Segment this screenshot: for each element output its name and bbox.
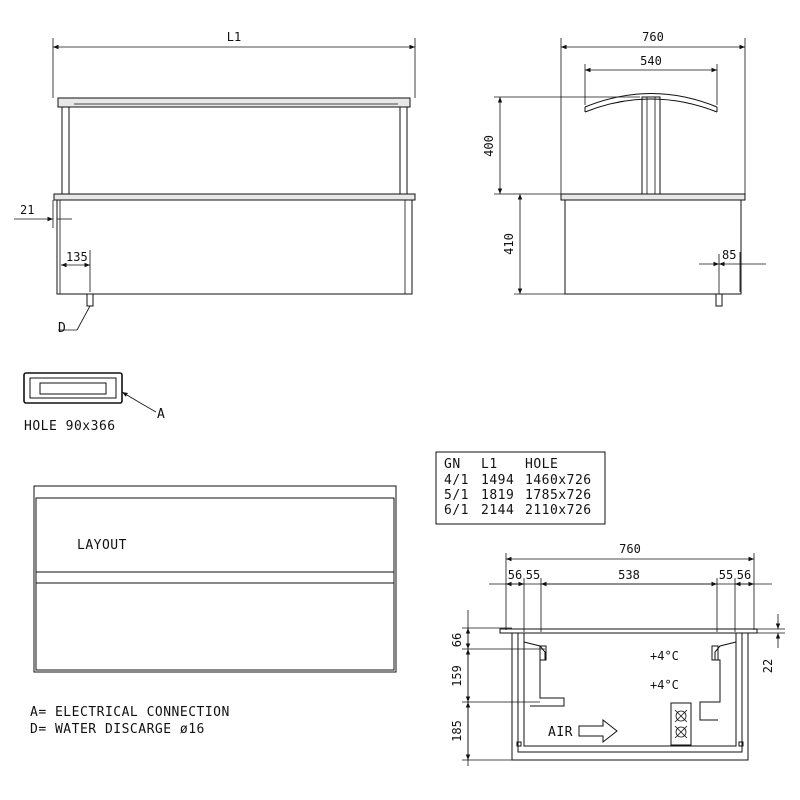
dim-seg-56-right: 56 (737, 568, 751, 582)
layout-view: LAYOUT (33, 485, 397, 673)
dim-159: 159 (450, 665, 464, 687)
dim-seg-56-left: 56 (508, 568, 522, 582)
air-flow-arrow (578, 718, 618, 744)
side-counter-top (560, 193, 746, 201)
temp-lower: +4°C (650, 678, 679, 692)
spec-row-l1: 1819 (481, 488, 514, 503)
dim-22: 22 (761, 659, 775, 673)
legend-line-d: D= WATER DISCARGE ø16 (30, 722, 205, 737)
dim-85: 85 (722, 248, 736, 262)
hole-label: HOLE 90x366 (24, 419, 116, 434)
front-body (56, 199, 413, 295)
spec-row-hole: 1460x726 (525, 473, 592, 488)
section-view: 760 56 55 538 55 56 (450, 542, 785, 766)
legend: A= ELECTRICAL CONNECTION D= WATER DISCAR… (30, 705, 230, 737)
dim-section-760: 760 (619, 542, 641, 556)
air-label: AIR (548, 725, 573, 740)
side-water-discharge (715, 293, 723, 307)
front-left-post (61, 106, 70, 195)
spec-header-hole: HOLE (525, 457, 558, 472)
spec-row-hole: 1785x726 (525, 488, 592, 503)
legend-line-a: A= ELECTRICAL CONNECTION (30, 705, 230, 720)
hole-detail: A HOLE 90x366 (23, 372, 165, 434)
spec-row-l1: 2144 (481, 503, 514, 518)
side-canopy-post (641, 96, 661, 195)
dim-seg-538: 538 (618, 568, 640, 582)
side-canopy-curve (584, 93, 718, 108)
front-view: L1 D 21 135 (14, 30, 416, 336)
spec-header-gn: GN (444, 457, 461, 472)
dim-400: 400 (482, 135, 496, 157)
temp-upper: +4°C (650, 649, 679, 663)
section-counter-top (499, 628, 758, 634)
dim-135: 135 (66, 250, 88, 264)
front-counter-top (53, 193, 416, 201)
spec-header-l1: L1 (481, 457, 498, 472)
spec-row-gn: 5/1 (444, 488, 469, 503)
spec-table: GN L1 HOLE 4/1 1494 1460x726 5/1 1819 17… (435, 451, 606, 525)
front-water-discharge (86, 293, 94, 307)
section-fan (670, 702, 692, 746)
dim-seg-55-left: 55 (526, 568, 540, 582)
spec-row-l1: 1494 (481, 473, 514, 488)
front-right-post (399, 106, 408, 195)
water-marker-d: D (58, 321, 66, 336)
dim-21: 21 (20, 203, 34, 217)
front-canopy-shelf (57, 97, 411, 108)
side-body (564, 199, 742, 295)
side-view: 760 540 400 410 85 (482, 30, 766, 307)
layout-label: LAYOUT (77, 538, 127, 553)
spec-row-gn: 6/1 (444, 503, 469, 518)
section-outer-body (511, 633, 749, 761)
dim-l1: L1 (227, 30, 241, 44)
spec-row-hole: 2110x726 (525, 503, 592, 518)
dim-410: 410 (502, 233, 516, 255)
hole-marker-a: A (157, 407, 165, 422)
dim-66: 66 (450, 633, 464, 647)
dim-seg-55-right: 55 (719, 568, 733, 582)
spec-row-gn: 4/1 (444, 473, 469, 488)
dim-185: 185 (450, 720, 464, 742)
dim-side-540: 540 (640, 54, 662, 68)
dim-side-760: 760 (642, 30, 664, 44)
